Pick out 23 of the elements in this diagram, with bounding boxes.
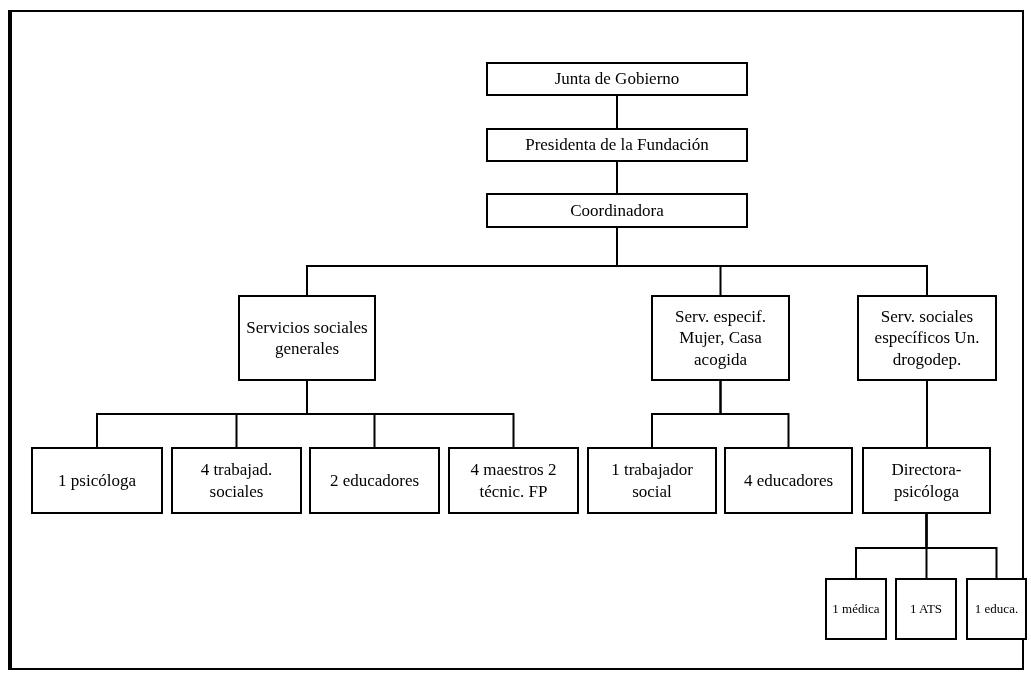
connector-line <box>616 161 618 194</box>
org-box: 1 educa. <box>966 578 1027 640</box>
org-box: 1 psicóloga <box>31 447 163 514</box>
connector-line <box>719 380 790 448</box>
connector-line <box>926 380 928 448</box>
org-box: 1 trabajador social <box>587 447 717 514</box>
org-box: Serv. especif. Mujer, Casa acogida <box>651 295 790 381</box>
org-box: Junta de Gobierno <box>486 62 748 96</box>
org-box: 4 maestros 2 técnic. FP <box>448 447 579 514</box>
org-box: Serv. sociales específicos Un. drogodep. <box>857 295 997 381</box>
org-box: 1 ATS <box>895 578 957 640</box>
org-box: Coordinadora <box>486 193 748 228</box>
org-box: 2 educadores <box>309 447 440 514</box>
org-box: 4 trabajad. sociales <box>171 447 302 514</box>
connector-line <box>306 380 515 448</box>
connector-line <box>616 227 928 296</box>
org-box: Directora-psicóloga <box>862 447 991 514</box>
org-box: Servicios sociales generales <box>238 295 376 381</box>
connector-line <box>616 95 618 129</box>
org-box: Presidenta de la Fundación <box>486 128 748 162</box>
connector-line <box>925 513 998 579</box>
org-box: 4 educadores <box>724 447 853 514</box>
org-box: 1 médica <box>825 578 887 640</box>
